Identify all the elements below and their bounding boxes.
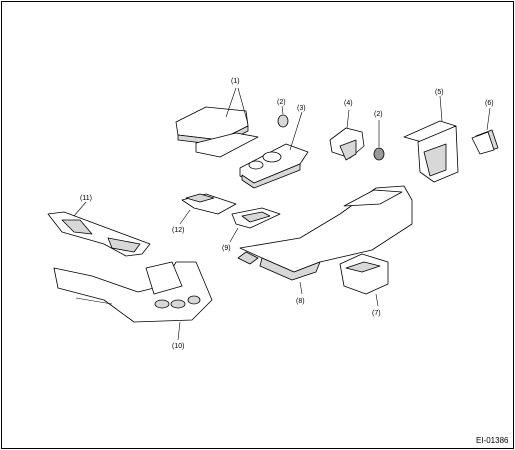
part-5-rear-cover: [403, 95, 459, 183]
part-2-plug-lower: [373, 147, 385, 161]
part-6-small-cover: [471, 107, 499, 155]
part-1-armrest-lid: [175, 87, 259, 158]
label-part-10: (10): [172, 343, 184, 350]
part-11-front-tray: [47, 201, 151, 257]
label-part-11: (11): [80, 195, 92, 202]
part-9-console-panel: [229, 207, 281, 243]
part-3-cup-holder: [239, 111, 309, 189]
label-part-12: (12): [172, 227, 184, 234]
part-10-front-bracket: [53, 261, 213, 341]
part-12-switch-panel: [179, 193, 237, 225]
label-part-9: (9): [222, 245, 231, 252]
label-part-4: (4): [344, 100, 353, 107]
label-part-5: (5): [435, 89, 444, 96]
label-part-3: (3): [297, 105, 306, 112]
label-part-2-upper: (2): [277, 99, 286, 106]
part-8-console-body: [237, 185, 413, 295]
part-2-plug-upper: [277, 114, 289, 128]
label-part-7: (7): [372, 310, 381, 317]
part-4-bracket: [329, 109, 365, 161]
label-part-2-lower: (2): [374, 111, 383, 118]
label-part-8: (8): [296, 298, 305, 305]
figure-code: EI-01386: [476, 436, 509, 445]
label-part-1: (1): [231, 78, 240, 85]
label-part-6: (6): [485, 100, 494, 107]
part-7-storage-box: [339, 253, 389, 307]
